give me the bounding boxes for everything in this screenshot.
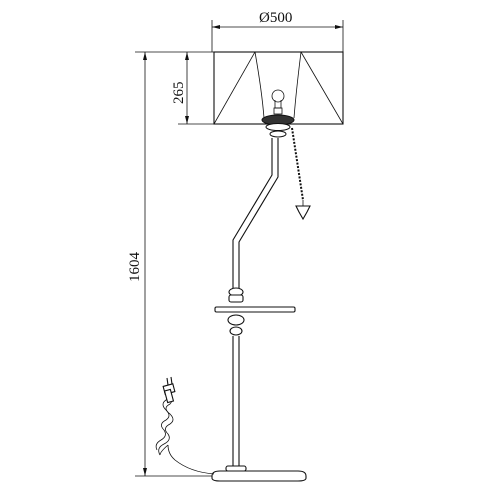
shade-frame-left: [254, 51, 265, 119]
dimension-shade-height: 265: [171, 51, 214, 125]
lamp-shade: [213, 51, 344, 125]
cord-bend: [159, 444, 169, 456]
cord-to-base: [167, 444, 215, 475]
stem-left-edge: [232, 138, 273, 290]
shade-diameter-label: Ø500: [259, 10, 292, 26]
plug-prong-right: [170, 376, 173, 385]
socket-collar: [265, 123, 291, 131]
total-height-label: 1604: [127, 252, 143, 283]
knuckle-body: [228, 294, 244, 303]
shade-pleat-left: [213, 51, 256, 125]
diameter-arrow-right: [335, 25, 343, 29]
shade-height-arrow-top: [185, 52, 189, 60]
dimension-shade-diameter: Ø500: [211, 10, 344, 52]
lamp-base: [211, 465, 307, 482]
plug-grip: [163, 388, 175, 404]
side-tray: [214, 306, 296, 313]
bulb-icon: [271, 89, 285, 103]
chain: [291, 127, 304, 201]
tray-assembly: [214, 287, 296, 336]
dimension-total-height: 1604: [127, 51, 228, 477]
base-collar: [225, 465, 247, 472]
chain-pendant-icon: [295, 205, 311, 221]
bulb-assembly: [261, 89, 295, 138]
base-plate: [211, 470, 307, 482]
power-cord: [155, 376, 215, 475]
diameter-arrow-left: [212, 25, 220, 29]
total-height-arrow-bottom: [143, 468, 147, 476]
bulb-base: [273, 107, 283, 115]
shade-height-arrow-bottom: [185, 116, 189, 124]
shade-pleat-right: [300, 51, 344, 125]
shade-frame-right: [293, 51, 302, 119]
tray-hub-lower: [229, 326, 243, 336]
lamp-stem: [232, 138, 279, 290]
pull-chain: [291, 127, 311, 221]
lower-pole: [232, 336, 240, 470]
tray-hub: [227, 314, 245, 326]
stem-right-edge: [238, 138, 279, 290]
plug-prong-left: [166, 377, 169, 386]
shade-height-label: 265: [171, 82, 187, 105]
total-height-arrow-top: [143, 52, 147, 60]
cord-coil-b: [155, 392, 170, 451]
shade-outline: [213, 51, 344, 125]
socket-ring: [269, 130, 287, 138]
